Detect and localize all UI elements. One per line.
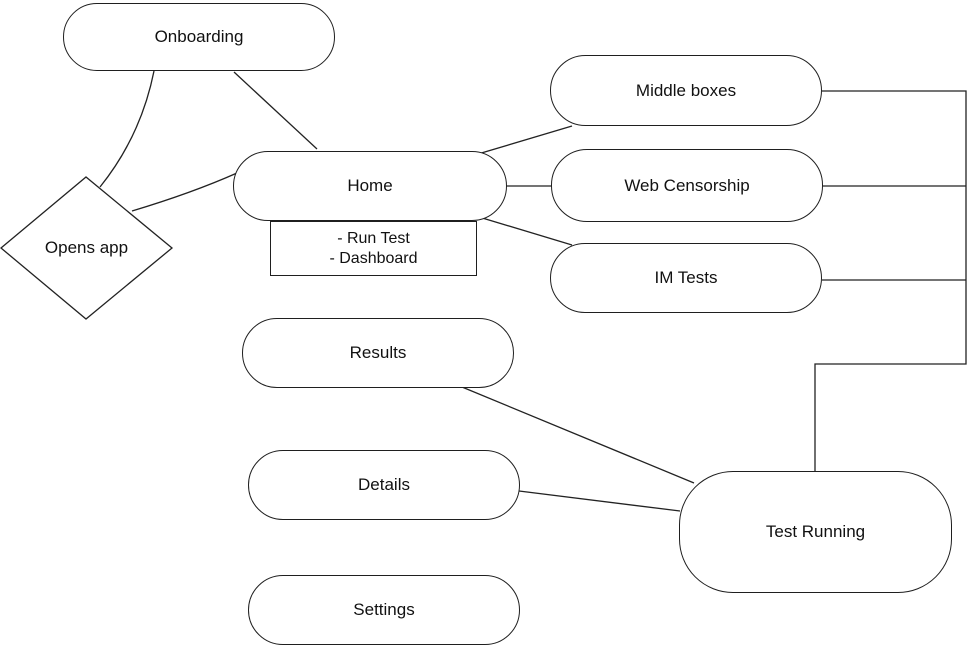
node-test-running-label: Test Running [765,522,866,541]
node-onboarding-label: Onboarding [154,27,244,46]
node-opens-app-shape[interactable] [0,176,174,320]
node-im-tests-label: IM Tests [654,268,718,287]
node-middle-boxes[interactable]: Middle boxes [550,55,822,126]
node-details[interactable]: Details [248,450,520,520]
node-results[interactable]: Results [242,318,514,388]
node-web-censorship-label: Web Censorship [624,175,750,195]
node-web-censorship[interactable]: Web Censorship [551,149,823,222]
node-onboarding[interactable]: Onboarding [63,3,335,71]
edge-home-im-tests [478,216,573,246]
edge-results-test-running [461,386,695,484]
node-opens-app-label: Opens app [44,238,129,257]
home-note-box[interactable]: - Run Test - Dashboard [270,221,477,276]
node-test-running[interactable]: Test Running [679,471,952,593]
node-middle-boxes-label: Middle boxes [635,80,737,100]
node-details-label: Details [358,475,410,494]
node-opens-app: Opens app [16,228,157,268]
edge-middle-boxes-test-running [814,90,967,471]
home-note-line-1: - Run Test [337,229,410,247]
node-settings-label: Settings [353,600,415,619]
edge-onboarding-home [233,71,318,150]
edge-opens-app-home [131,172,238,212]
node-home-label: Home [347,176,393,195]
edge-onboarding-opens-app [99,70,155,188]
node-results-label: Results [349,343,407,362]
node-im-tests[interactable]: IM Tests [550,243,822,313]
edge-home-middle-boxes [477,125,573,155]
node-home[interactable]: Home [233,151,507,221]
edge-details-test-running [518,490,681,512]
node-settings[interactable]: Settings [248,575,520,645]
home-note-line-2: - Dashboard [329,249,418,267]
